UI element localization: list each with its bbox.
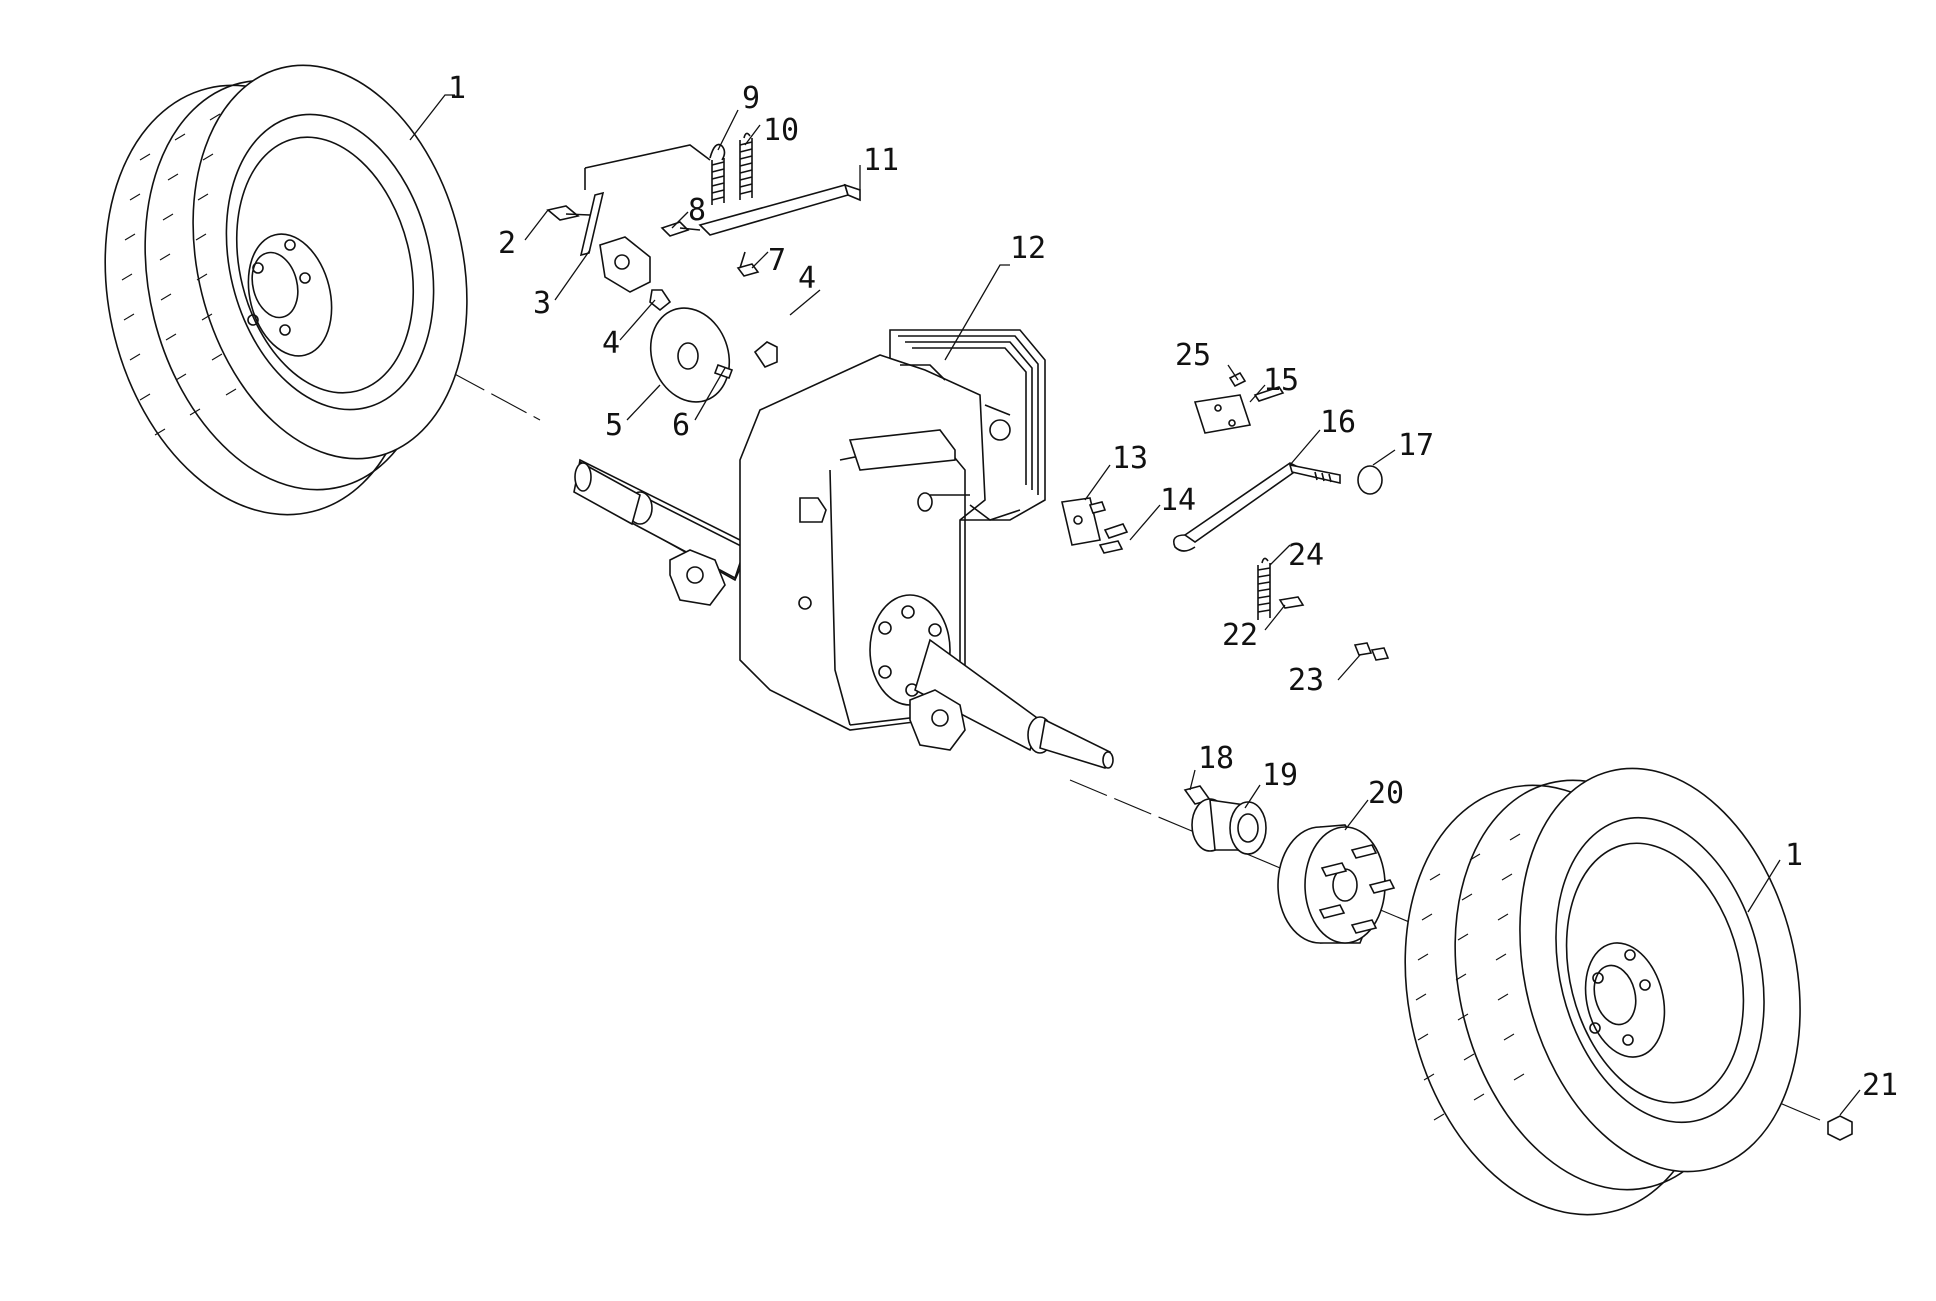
callout-2: 2 [498,226,516,261]
brake-linkage-parts [546,144,861,403]
right-axle-tube [869,594,1114,769]
callout-17: 17 [1398,428,1434,463]
callout-16: 16 [1320,405,1356,440]
callout-1-right: 1 [1785,838,1803,873]
callout-11: 11 [863,143,899,178]
callout-21: 21 [1862,1068,1898,1103]
callout-23: 23 [1288,663,1324,698]
callout-1-left: 1 [448,71,466,106]
callout-22: 22 [1222,618,1258,653]
callout-18: 18 [1198,741,1234,776]
callout-20: 20 [1368,776,1404,811]
leader-lines [409,94,1861,1116]
spring-24-parts [1257,557,1390,661]
right-wheel [1404,767,1801,1216]
callout-6: 6 [672,408,690,443]
callout-4-left: 4 [602,326,620,361]
callout-19: 19 [1262,758,1298,793]
callout-3: 3 [533,286,551,321]
callout-8: 8 [688,193,706,228]
pedal-lever-parts [1061,371,1383,554]
callout-12: 12 [1010,231,1046,266]
callouts: 1 1 2 3 4 4 5 6 7 8 9 10 11 12 13 14 15 … [448,71,1898,1103]
left-axle-tube [573,458,752,606]
callout-5: 5 [605,408,623,443]
callout-4-right: 4 [798,261,816,296]
callout-14: 14 [1160,483,1196,518]
callout-24: 24 [1288,538,1324,573]
callout-15: 15 [1263,363,1299,398]
callout-7: 7 [768,243,786,278]
callout-10: 10 [763,113,799,148]
left-wheel [104,64,468,516]
hub-parts [1183,785,1853,1141]
callout-13: 13 [1112,441,1148,476]
callout-9: 9 [742,81,760,116]
callout-25: 25 [1175,338,1211,373]
